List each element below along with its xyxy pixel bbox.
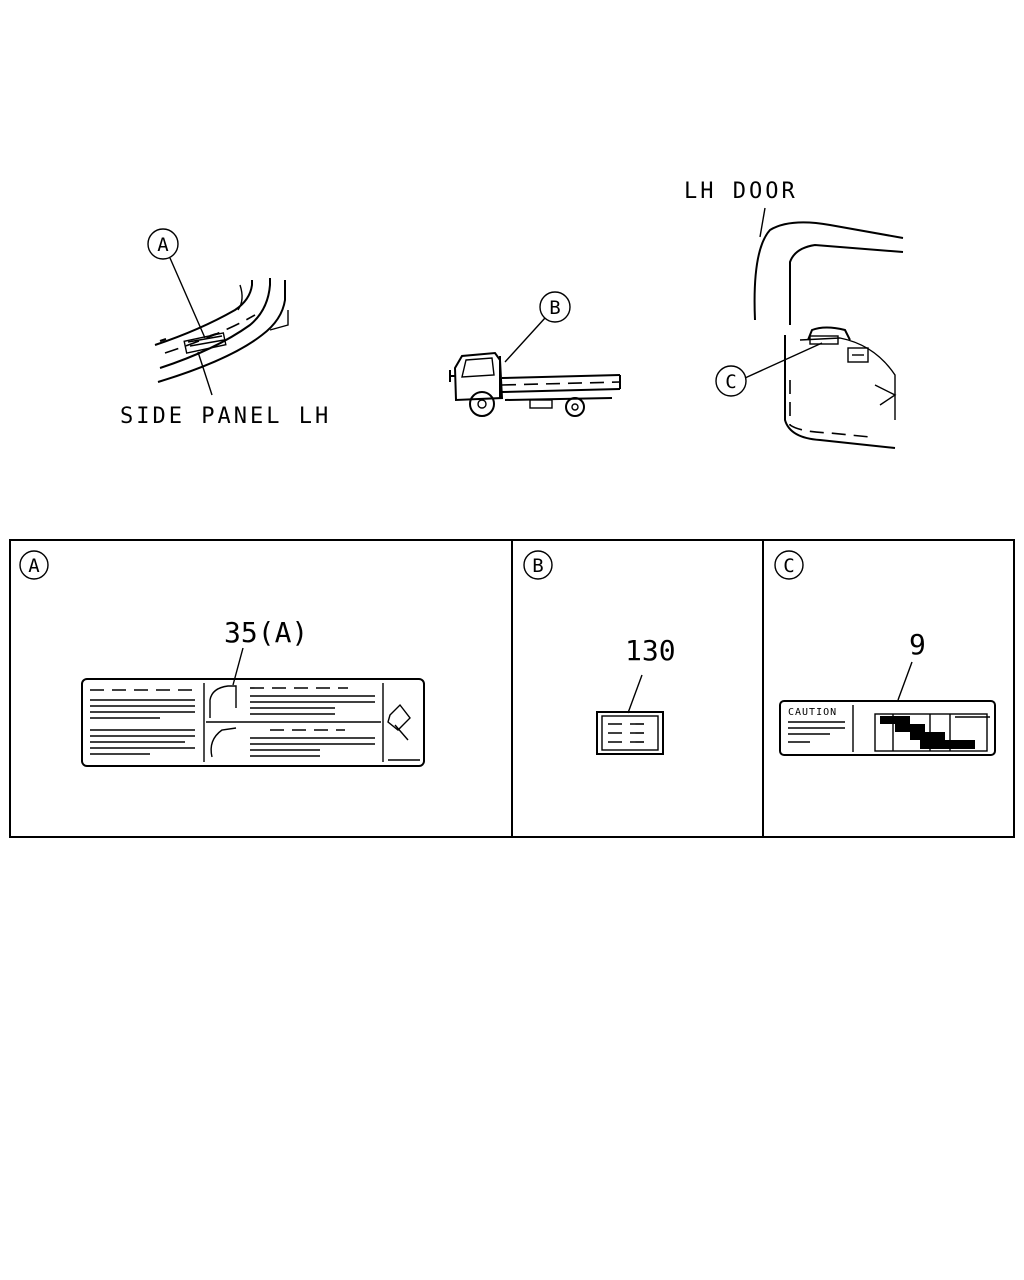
truck-illustration: [449, 317, 621, 417]
part-number-9: 9: [909, 628, 926, 661]
label-130-drawing: [596, 711, 664, 755]
panel-b: B 130: [523, 550, 676, 755]
callout-b-top-letter: B: [549, 297, 560, 319]
callout-a-top-letter: A: [157, 234, 169, 256]
part-number-130: 130: [625, 634, 676, 667]
callout-c-top-letter: C: [725, 371, 736, 393]
door-illustration: [744, 207, 904, 449]
label-35a-drawing: [81, 678, 425, 767]
callout-c-top: C: [715, 365, 747, 397]
callout-b-top: B: [539, 291, 571, 323]
panel-a: A 35(A): [19, 550, 425, 767]
panel-a-letter: A: [28, 555, 40, 577]
part-number-35a: 35(A): [224, 616, 308, 649]
panel-b-letter: B: [532, 555, 543, 577]
callout-a-top: A: [147, 228, 179, 260]
side-panel-label: SIDE PANEL LH: [120, 404, 331, 429]
label-9-drawing: CAUTION: [779, 700, 996, 756]
lh-door-label: LH DOOR: [684, 179, 798, 204]
side-panel-illustration: [154, 257, 289, 396]
caution-text: CAUTION: [788, 707, 837, 718]
panel-c-letter: C: [783, 555, 794, 577]
panel-c: C 9 CAUTION: [774, 550, 996, 756]
